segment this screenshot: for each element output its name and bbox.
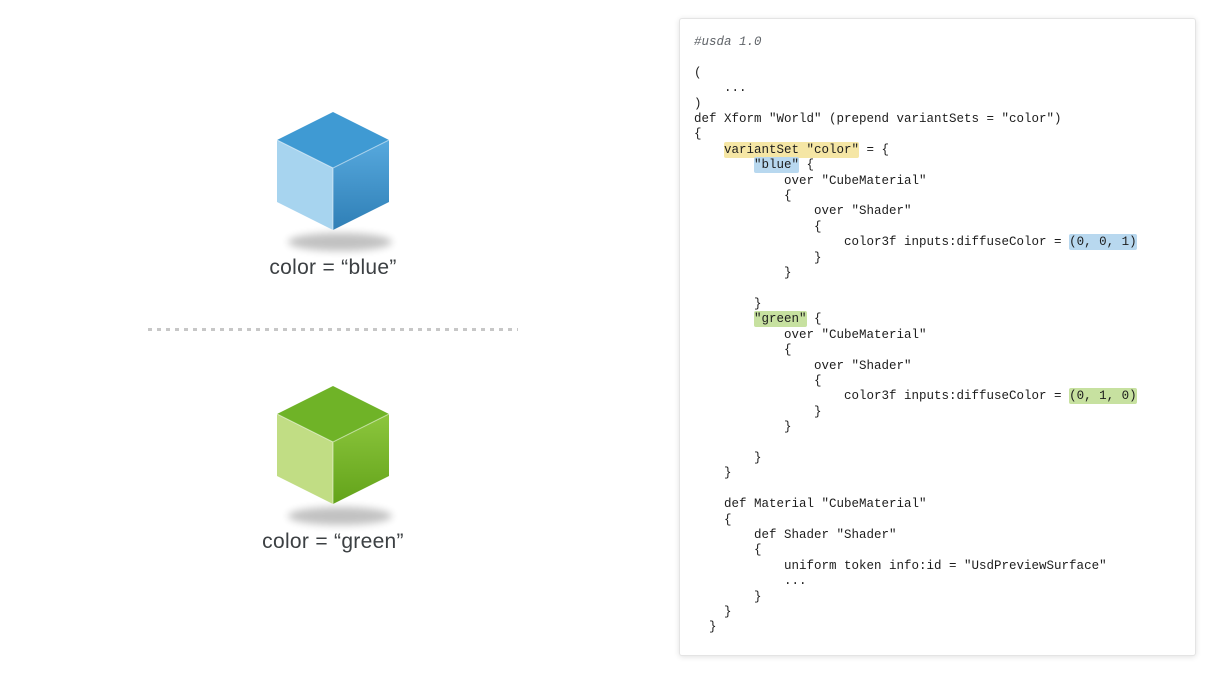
code-line: color3f inputs:diffuseColor = (0, 1, 0) bbox=[694, 388, 1187, 405]
code-segment: } bbox=[694, 620, 717, 635]
code-line: } bbox=[694, 605, 1187, 620]
cube-face-left bbox=[277, 414, 333, 504]
code-segment: } bbox=[694, 450, 762, 465]
code-line: over "CubeMaterial" bbox=[694, 328, 1187, 343]
code-block: #usda 1.0 ( ...)def Xform "World" (prepe… bbox=[694, 35, 1187, 636]
green-cube-icon bbox=[276, 386, 392, 525]
code-line: } bbox=[694, 451, 1187, 466]
code-line: over "CubeMaterial" bbox=[694, 174, 1187, 189]
code-segment: } bbox=[694, 466, 732, 481]
green-cube-figure bbox=[268, 380, 398, 532]
cube-edge-highlight bbox=[276, 139, 390, 230]
code-segment-hl-yellow: variantSet "color" bbox=[724, 141, 860, 158]
code-segment bbox=[694, 312, 754, 326]
cube-face-right bbox=[333, 414, 389, 504]
code-segment: over "CubeMaterial" bbox=[694, 327, 927, 342]
code-segment: } bbox=[694, 250, 822, 265]
dashed-divider bbox=[148, 328, 518, 331]
code-segment: = { bbox=[859, 142, 890, 157]
code-line: { bbox=[694, 127, 1187, 142]
code-segment: ... bbox=[694, 574, 807, 589]
code-line: { bbox=[694, 374, 1187, 389]
code-line: } bbox=[694, 620, 1187, 635]
code-line: "blue" { bbox=[694, 157, 1187, 174]
code-line bbox=[694, 436, 1187, 451]
code-line: { bbox=[694, 220, 1187, 235]
code-line: def Material "CubeMaterial" bbox=[694, 497, 1187, 512]
code-segment: ) bbox=[694, 96, 702, 111]
code-line: } bbox=[694, 251, 1187, 266]
code-line: variantSet "color" = { bbox=[694, 141, 1187, 158]
code-line: ( bbox=[694, 66, 1187, 81]
code-line: def Shader "Shader" bbox=[694, 528, 1187, 543]
code-line: } bbox=[694, 466, 1187, 481]
code-line: { bbox=[694, 513, 1187, 528]
code-line: color3f inputs:diffuseColor = (0, 0, 1) bbox=[694, 234, 1187, 251]
code-segment: def Xform "World" (prepend variantSets =… bbox=[694, 112, 1062, 127]
code-segment: color3f inputs:diffuseColor = bbox=[694, 235, 1070, 250]
cube-shadow bbox=[288, 507, 392, 525]
code-segment bbox=[694, 158, 754, 172]
blue-cube-label: color = “blue” bbox=[269, 256, 397, 279]
code-segment: } bbox=[694, 605, 732, 620]
code-line: } bbox=[694, 420, 1187, 435]
green-cube-label: color = “green” bbox=[262, 530, 404, 553]
code-segment: { bbox=[694, 512, 732, 527]
code-segment-hl-blue: "blue" bbox=[754, 157, 800, 174]
code-segment: def Shader "Shader" bbox=[694, 528, 897, 542]
code-line: "green" { bbox=[694, 311, 1187, 328]
code-line: over "Shader" bbox=[694, 204, 1187, 219]
code-line bbox=[694, 482, 1187, 497]
cube-edge-highlight bbox=[276, 413, 390, 504]
code-line: over "Shader" bbox=[694, 359, 1187, 374]
code-line: ) bbox=[694, 97, 1187, 112]
code-segment: def Material "CubeMaterial" bbox=[694, 497, 927, 512]
code-line: ... bbox=[694, 574, 1187, 589]
code-line: #usda 1.0 bbox=[694, 35, 1187, 50]
code-segment-hl-green: (0, 1, 0) bbox=[1069, 388, 1137, 405]
code-segment: over "Shader" bbox=[694, 358, 912, 373]
code-segment bbox=[694, 143, 724, 157]
code-segment: { bbox=[806, 312, 822, 327]
code-line: { bbox=[694, 189, 1187, 204]
code-line bbox=[694, 50, 1187, 65]
cube-face-right bbox=[333, 140, 389, 230]
code-segment: over "Shader" bbox=[694, 204, 912, 219]
code-line: } bbox=[694, 266, 1187, 281]
code-segment-hl-green: "green" bbox=[754, 311, 807, 328]
code-line: { bbox=[694, 343, 1187, 358]
blue-cube-figure bbox=[268, 106, 398, 258]
code-segment: ( bbox=[694, 65, 702, 80]
code-segment: { bbox=[694, 373, 822, 388]
code-segment: } bbox=[694, 404, 822, 419]
code-line: { bbox=[694, 543, 1187, 558]
code-segment: } bbox=[694, 266, 792, 281]
code-line: uniform token info:id = "UsdPreviewSurfa… bbox=[694, 559, 1187, 574]
code-segment: color3f inputs:diffuseColor = bbox=[694, 389, 1070, 404]
code-segment: { bbox=[694, 343, 792, 358]
code-line: } bbox=[694, 405, 1187, 420]
cube-shadow bbox=[288, 233, 392, 251]
code-segment: { bbox=[694, 219, 822, 234]
code-segment: { bbox=[694, 543, 762, 558]
code-segment: { bbox=[799, 158, 815, 173]
code-segment: { bbox=[694, 189, 792, 204]
code-segment: uniform token info:id = "UsdPreviewSurfa… bbox=[694, 558, 1107, 573]
code-panel: #usda 1.0 ( ...)def Xform "World" (prepe… bbox=[679, 18, 1196, 656]
code-segment: ... bbox=[694, 81, 747, 96]
code-line bbox=[694, 282, 1187, 297]
code-line: def Xform "World" (prepend variantSets =… bbox=[694, 112, 1187, 127]
cube-face-left bbox=[277, 140, 333, 230]
code-segment: over "CubeMaterial" bbox=[694, 173, 927, 188]
code-segment: } bbox=[694, 296, 762, 311]
code-line: ... bbox=[694, 81, 1187, 96]
code-line: } bbox=[694, 590, 1187, 605]
code-segment-comment: #usda 1.0 bbox=[694, 35, 762, 49]
code-segment-hl-blue: (0, 0, 1) bbox=[1069, 234, 1137, 251]
code-segment: { bbox=[694, 127, 702, 142]
code-segment: } bbox=[694, 589, 762, 604]
code-segment: } bbox=[694, 420, 792, 435]
code-line: } bbox=[694, 297, 1187, 312]
blue-cube-icon bbox=[276, 112, 392, 251]
